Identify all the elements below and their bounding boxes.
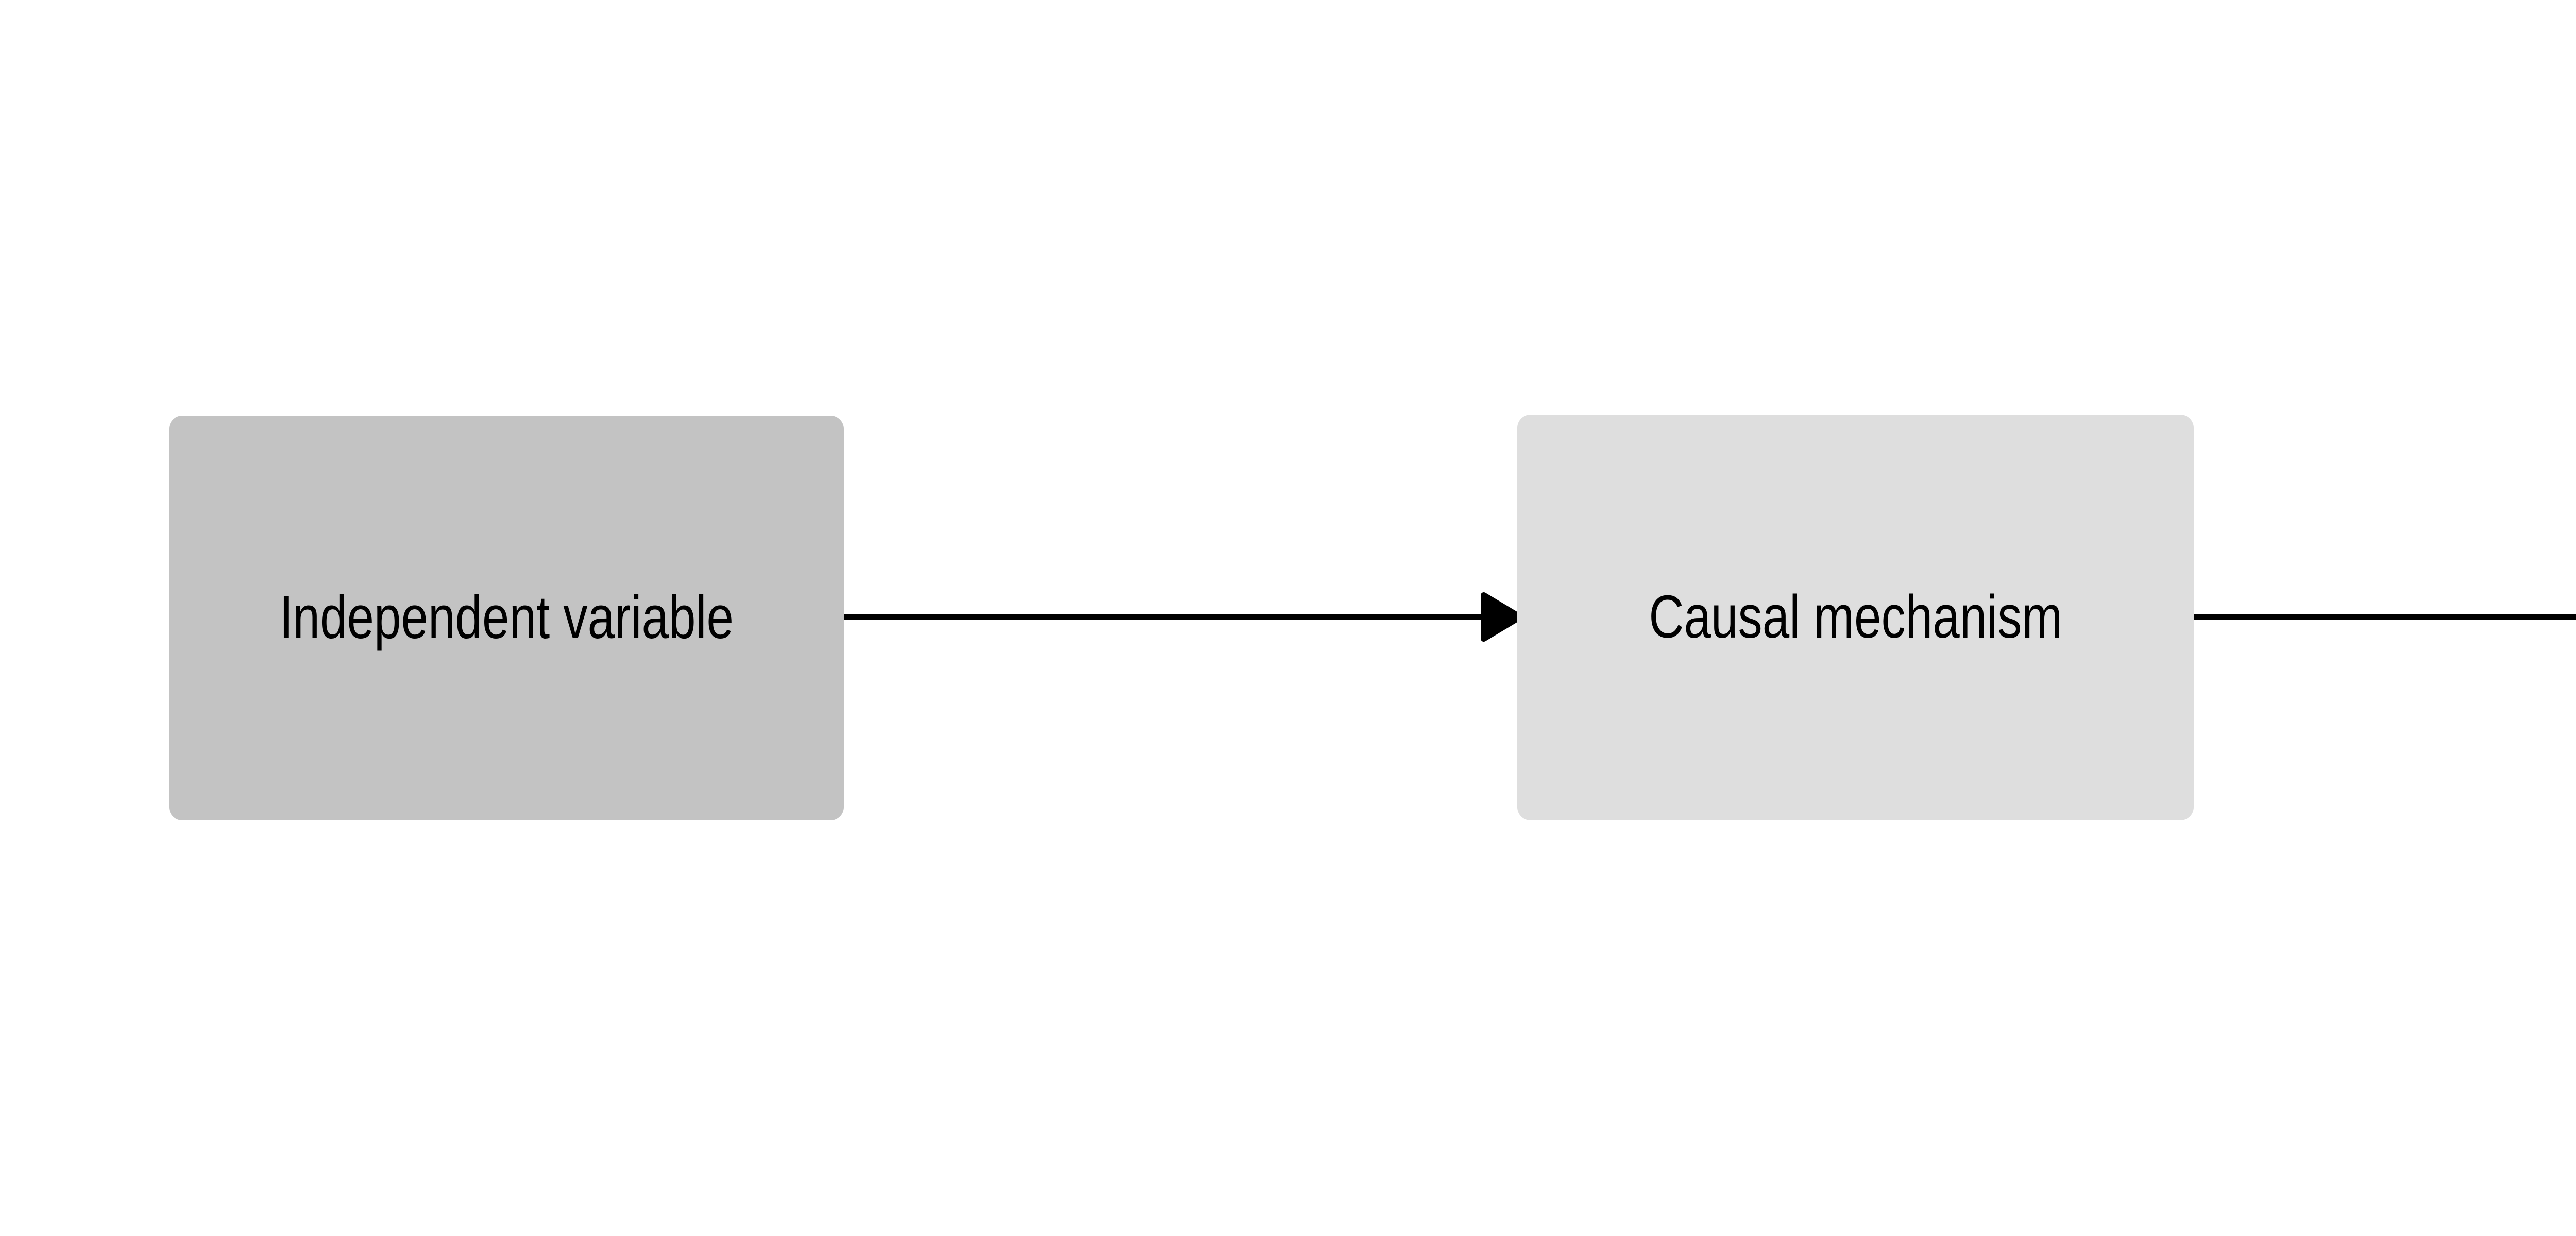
node-label-causal-mechanism: Causal mechanism [1649, 583, 2062, 651]
node-causal-mechanism[interactable]: Causal mechanism [1517, 415, 2194, 820]
edge-independent-to-causal[interactable] [842, 592, 1523, 642]
node-label-independent-variable: Independent variable [279, 583, 734, 652]
arrowhead-icon-independent-to-causal [1481, 592, 1523, 642]
edge-causal-to-dependent[interactable] [2192, 595, 2576, 639]
node-independent-variable[interactable]: Independent variable [169, 416, 844, 820]
